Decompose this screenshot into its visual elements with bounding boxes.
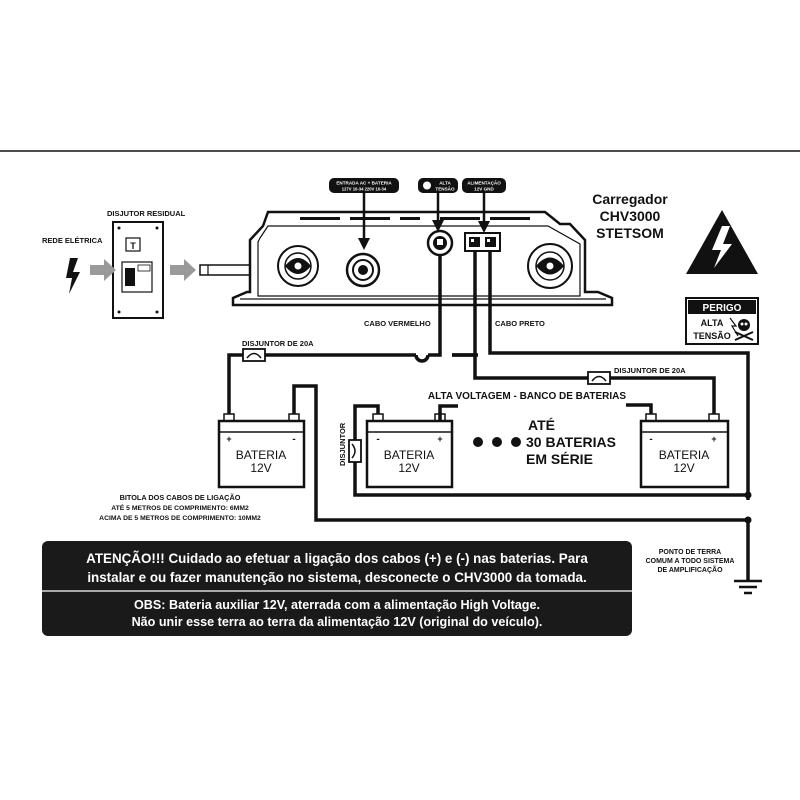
junction-dot	[744, 491, 752, 499]
svg-text:-: -	[292, 434, 295, 445]
danger-title: PERIGO	[703, 303, 742, 314]
power-tag-line1: ALIMENTAÇÃO	[467, 180, 501, 186]
breaker-vertical	[348, 439, 362, 463]
charger-title-line1: Carregador	[592, 191, 668, 207]
gauge-line2: ATÉ 5 METROS DE COMPRIMENTO: 6MM2	[111, 503, 249, 512]
svg-text:+: +	[437, 434, 442, 444]
battery-bank-first: - + BATERIA 12V	[365, 413, 454, 489]
obs-line2: Não unir esse terra ao terra da alimenta…	[132, 615, 543, 629]
battery-bank-title: ALTA VOLTAGEM - BANCO DE BATERIAS	[428, 391, 626, 402]
ground-symbol-icon	[734, 579, 762, 595]
ground-line2: COMUM A TODO SISTEMA	[646, 558, 735, 565]
svg-text:-: -	[649, 434, 652, 445]
breaker-vertical-label: DISJUNTOR	[338, 422, 347, 466]
ground-line3: DE AMPLIFICAÇÃO	[657, 565, 723, 574]
battery-bank-first-label: BATERIA	[384, 448, 434, 462]
svg-text:-: -	[376, 434, 379, 445]
residual-breaker-box: T	[112, 221, 164, 319]
high-voltage-tag-line1: ALTA	[439, 181, 451, 186]
danger-line2: TENSÃO	[693, 331, 731, 341]
arrow-right-icon	[170, 259, 196, 281]
charger-title-line2: CHV3000	[600, 208, 661, 224]
series-line3: EM SÉRIE	[526, 451, 593, 467]
power-tag: ALIMENTAÇÃO 12V GND	[462, 178, 506, 193]
input-tag: ENTRADA AC + BATERIA 127V 10-34 220V 10-…	[329, 178, 399, 193]
fan-left-icon	[277, 245, 319, 287]
black-cable-label: CABO PRETO	[495, 319, 545, 328]
series-line1: ATÉ	[528, 417, 555, 433]
battery-left-label: BATERIA	[236, 448, 286, 462]
battery-left: + - BATERIA 12V	[217, 413, 306, 489]
battery-bank-first-voltage: 12V	[398, 461, 419, 475]
charger-unit	[231, 210, 614, 307]
warning-line2: instalar e ou fazer manutenção no sistem…	[87, 570, 586, 585]
battery-left-voltage: 12V	[250, 461, 271, 475]
high-voltage-tag: ALTA TENSÃO	[418, 178, 458, 193]
series-line2: 30 BATERIAS	[526, 434, 616, 450]
pointer-arrows	[358, 193, 490, 250]
skull-icon	[729, 317, 754, 341]
svg-text:+: +	[226, 434, 231, 444]
ellipsis-dots	[473, 437, 521, 447]
warning-line1: ATENÇÃO!!! Cuidado ao efetuar a ligação …	[86, 551, 588, 566]
charger-title-line3: STETSOM	[596, 225, 664, 241]
arrow-right-icon	[90, 259, 116, 281]
breaker-test-letter: T	[130, 241, 136, 251]
power-terminal-block	[464, 232, 501, 252]
danger-sign: PERIGO ALTA TENSÃO	[685, 297, 759, 345]
warning-panel: ATENÇÃO!!! Cuidado ao efetuar a ligação …	[42, 541, 632, 636]
high-voltage-warning-icon	[686, 210, 758, 274]
ac-input-gland	[345, 252, 381, 288]
red-cable-label: CABO VERMELHO	[364, 319, 431, 328]
lightning-small-icon	[66, 258, 80, 294]
residual-breaker-label: DISJUTOR RESIDUAL	[107, 209, 186, 218]
svg-text:+: +	[711, 434, 716, 444]
battery-bank-last-label: BATERIA	[659, 448, 709, 462]
power-tag-line2: 12V GND	[474, 187, 494, 192]
gauge-line3: ACIMA DE 5 METROS DE COMPRIMENTO: 10MM2	[99, 515, 261, 522]
fan-right-icon	[527, 243, 573, 289]
input-tag-line1: ENTRADA AC + BATERIA	[336, 181, 392, 186]
ground-line1: PONTO DE TERRA	[659, 549, 722, 556]
battery-bank-last-voltage: 12V	[673, 461, 694, 475]
input-tag-line2: 127V 10-34 220V 10-34	[342, 187, 387, 192]
battery-bank-last: - + BATERIA 12V	[639, 413, 730, 489]
breaker-20a-left-label: DISJUNTOR DE 20A	[242, 339, 314, 348]
high-voltage-tag-line2: TENSÃO	[435, 186, 455, 192]
mains-label: REDE ELÉTRICA	[42, 236, 103, 245]
breaker-20a-left	[242, 348, 266, 362]
gauge-line1: BITOLA DOS CABOS DE LIGAÇÃO	[120, 493, 241, 502]
breaker-20a-right	[587, 371, 611, 385]
high-voltage-connector	[426, 229, 454, 257]
danger-line1: ALTA	[701, 318, 724, 328]
obs-line1: OBS: Bateria auxiliar 12V, aterrada com …	[134, 598, 540, 612]
breaker-20a-right-label: DISJUNTOR DE 20A	[614, 366, 686, 375]
